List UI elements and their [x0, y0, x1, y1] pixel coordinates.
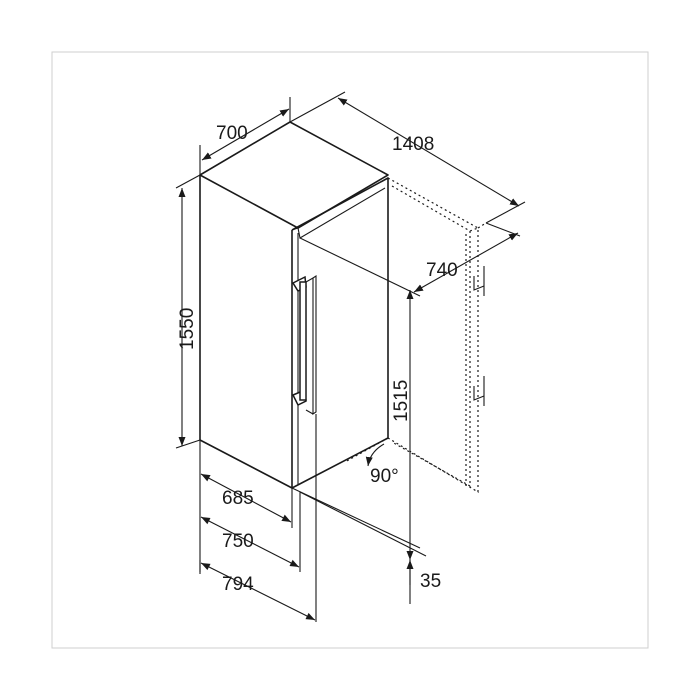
hinge-bottom [473, 386, 485, 401]
dimension-depth-open: 1408 [289, 91, 526, 224]
label-750: 750 [222, 531, 254, 552]
label-90-degrees: 90° [370, 466, 399, 487]
dimension-750: 750 [200, 516, 300, 568]
dimension-height: 1550 [175, 174, 201, 449]
door-angle-indicator: 90° [344, 437, 399, 487]
door-handle [291, 274, 317, 416]
dimension-685: 685 [200, 473, 292, 523]
side-face [199, 175, 293, 489]
label-1408: 1408 [392, 134, 434, 155]
dimension-inner-height: 1515 [391, 290, 414, 585]
image-frame [51, 51, 649, 649]
label-1550: 1550 [177, 308, 198, 350]
hinge-top [473, 276, 485, 291]
label-35: 35 [420, 571, 441, 592]
fridge-body [199, 121, 389, 489]
dimension-794: 794 [199, 560, 316, 621]
dimension-door-depth: 740 [299, 222, 521, 297]
dimension-plinth: 35 [406, 560, 441, 604]
dimension-width: 700 [199, 97, 291, 175]
door-top-edge [291, 227, 299, 231]
label-740: 740 [426, 260, 458, 281]
door-inner-top [297, 187, 386, 239]
label-685: 685 [222, 488, 254, 509]
label-794: 794 [222, 574, 254, 595]
open-door-outline [387, 177, 487, 494]
floor-lines [199, 414, 427, 622]
label-700: 700 [216, 123, 248, 144]
label-1515: 1515 [391, 380, 412, 422]
